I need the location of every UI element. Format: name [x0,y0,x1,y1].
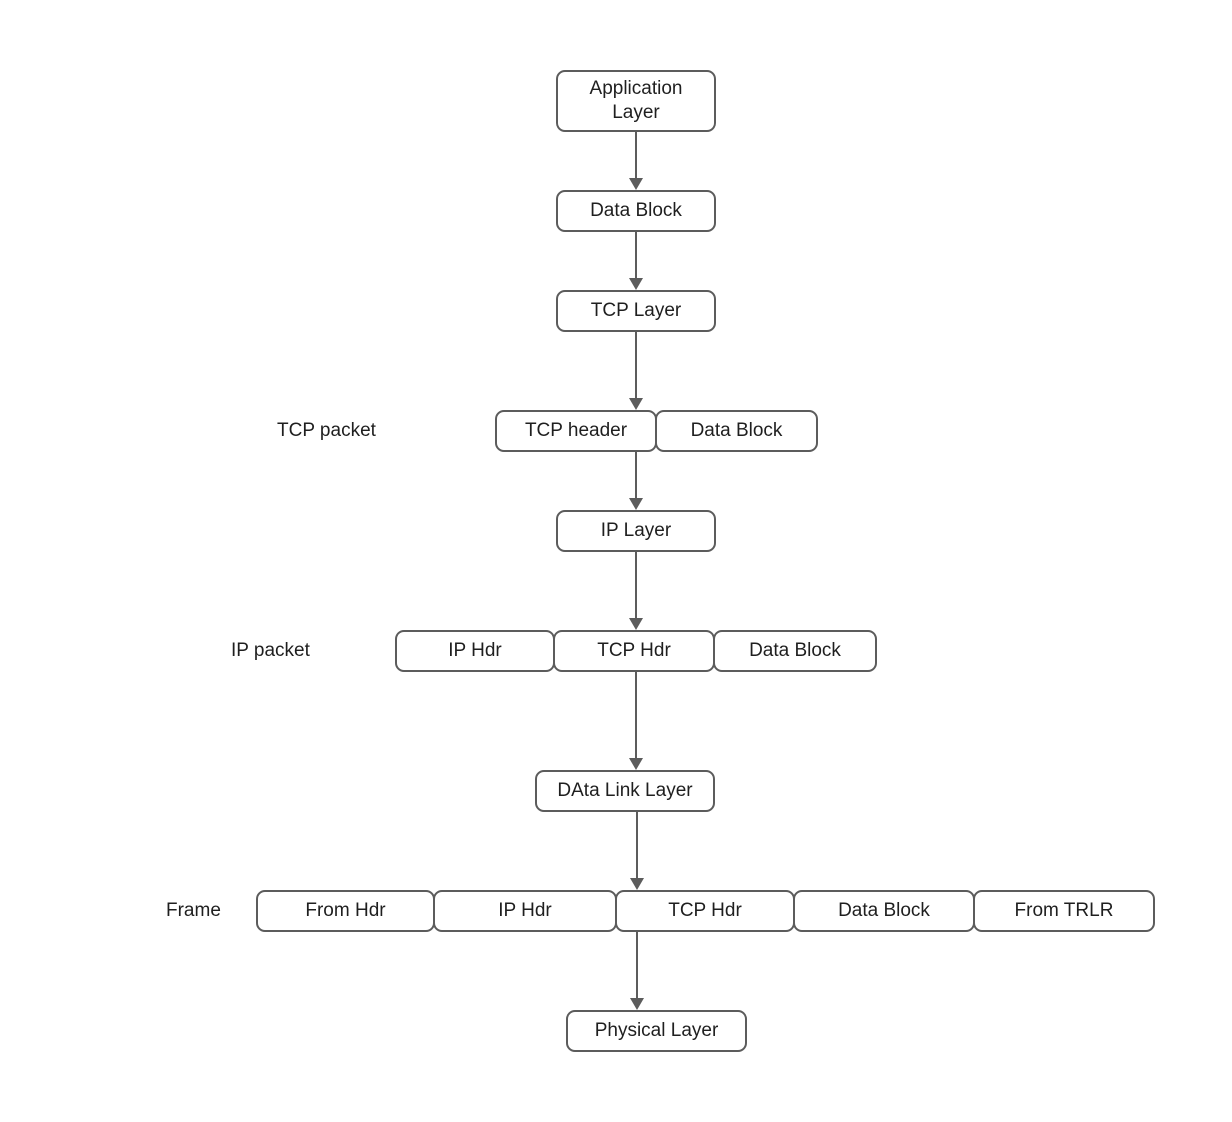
arrow-application-to-data-block [626,132,646,190]
node-tcp-layer[interactable]: TCP Layer [556,290,716,332]
arrow-ip-layer-to-ip-packet [626,552,646,630]
arrow-tcp-packet-to-ip-layer [626,452,646,510]
segment-from-hdr[interactable]: From Hdr [256,890,435,932]
arrow-ip-packet-to-data-link-layer [626,672,646,770]
segment-data-block[interactable]: Data Block [713,630,877,672]
arrow-data-block-to-tcp-layer [626,232,646,290]
node-data-block[interactable]: Data Block [556,190,716,232]
ip-packet-row: IP Hdr TCP Hdr Data Block [395,630,877,672]
label-ip-packet: IP packet [231,640,310,661]
node-data-link-layer[interactable]: DAta Link Layer [535,770,715,812]
label-frame: Frame [166,900,221,921]
segment-from-trlr[interactable]: From TRLR [973,890,1155,932]
node-physical-layer[interactable]: Physical Layer [566,1010,747,1052]
segment-ip-hdr[interactable]: IP Hdr [395,630,555,672]
frame-row: From Hdr IP Hdr TCP Hdr Data Block From … [256,890,1155,932]
label-tcp-packet: TCP packet [277,420,376,441]
arrow-data-link-layer-to-frame [627,812,647,890]
segment-tcp-hdr[interactable]: TCP Hdr [615,890,795,932]
segment-data-block[interactable]: Data Block [655,410,818,452]
arrow-frame-to-physical-layer [627,932,647,1010]
segment-ip-hdr[interactable]: IP Hdr [433,890,617,932]
segment-tcp-header[interactable]: TCP header [495,410,657,452]
arrow-tcp-layer-to-tcp-packet [626,332,646,410]
node-application-layer[interactable]: Application Layer [556,70,716,132]
segment-data-block[interactable]: Data Block [793,890,975,932]
tcp-packet-row: TCP header Data Block [495,410,818,452]
node-ip-layer[interactable]: IP Layer [556,510,716,552]
segment-tcp-hdr[interactable]: TCP Hdr [553,630,715,672]
